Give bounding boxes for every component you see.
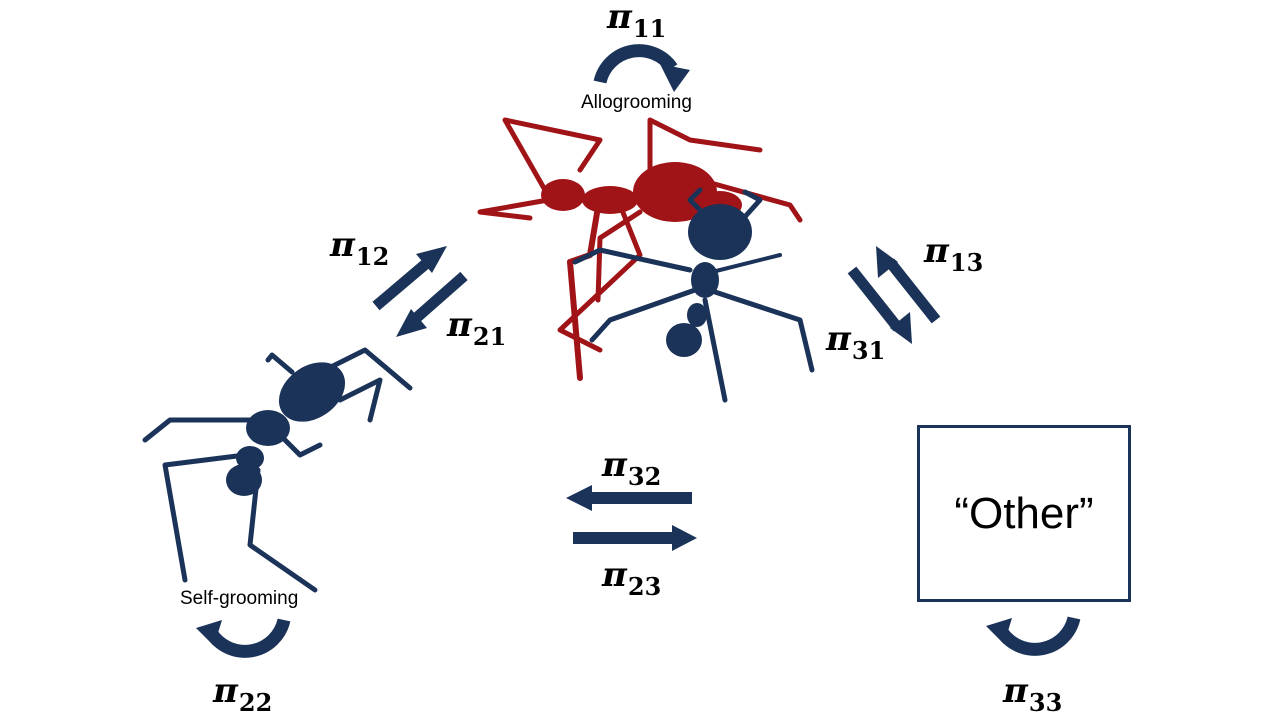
self-loop-arrowhead-22 [196,620,222,646]
arrowhead-allo-to-self [396,309,427,337]
arrow-allo-to-self [410,271,468,325]
self-loop-arrow-33 [996,616,1081,656]
self-grooming-label: Self-grooming [180,588,299,609]
arrow-other-to-allo [885,258,941,324]
red-ant-silhouette [477,117,803,381]
arrowhead-other-to-allo [876,246,898,278]
transition-label-pi-23: π23 [602,555,662,601]
transition-label-pi-32: π32 [602,445,662,491]
navy-ant-silhouette [572,187,815,403]
transition-label-pi-11: π11 [607,0,667,43]
transition-label-pi-12: π12 [330,225,390,271]
transition-label-pi-13: π13 [924,231,984,277]
grooming-ant-pair-icon [477,117,815,403]
transition-label-pi-33: π33 [1003,671,1063,717]
self-loop-arrow-11 [593,44,678,84]
self-loop-arrow-22 [206,618,291,658]
allogrooming-label: Allogrooming [581,92,692,113]
self-loop-arrowhead-33 [986,618,1012,644]
arrow-self-to-allo [372,257,432,311]
transition-label-pi-21: π21 [447,305,507,351]
transition-label-pi-31: π31 [826,319,886,365]
transition-label-pi-22: π22 [213,671,273,717]
arrow-allo-to-other [847,266,903,332]
self-grooming-ant-icon [142,347,413,593]
arrowhead-other-to-self [566,485,592,511]
arrowhead-self-to-other [672,525,697,551]
arrowhead-allo-to-other [890,312,912,344]
other-state-box: “Other” [917,425,1131,602]
self-loop-arrowhead-11 [660,64,690,92]
other-state-label: “Other” [954,488,1094,538]
arrowhead-self-to-allo [416,246,447,273]
